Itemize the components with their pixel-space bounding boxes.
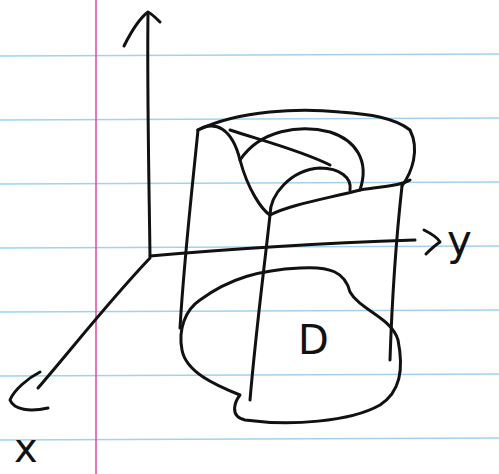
ruled-lines (0, 54, 499, 440)
axis-label: x (14, 428, 38, 468)
margin-line (95, 0, 97, 474)
region-label: D (298, 320, 329, 360)
axes (10, 12, 440, 410)
axis-label: y (447, 220, 472, 262)
solid-over-region (180, 110, 415, 422)
